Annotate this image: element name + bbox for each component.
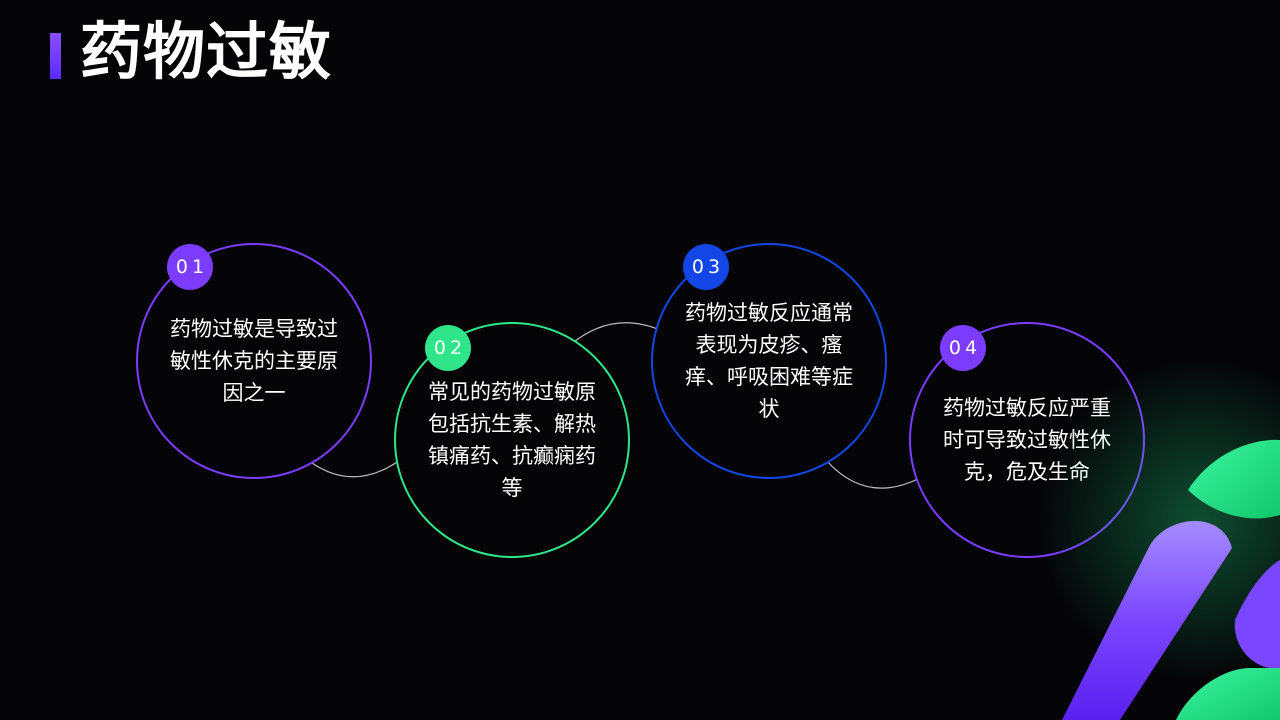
green-leaf-shape — [1188, 439, 1280, 519]
step-badge-3: 03 — [683, 244, 729, 290]
purple-bar-shape — [1062, 520, 1232, 720]
connector-arc-1-2 — [311, 459, 401, 478]
page-title: 药物过敏 — [80, 15, 333, 88]
step-circle-3: 药物过敏反应通常表现为皮疹、瘙痒、呼吸困难等症状 — [651, 243, 887, 479]
purple-bar-shape-right — [1234, 560, 1280, 669]
step-badge-1: 01 — [167, 244, 213, 290]
step-text-3: 药物过敏反应通常表现为皮疹、瘙痒、呼吸困难等症状 — [685, 301, 853, 421]
step-text-2: 常见的药物过敏原包括抗生素、解热镇痛药、抗癫痫药等 — [428, 380, 596, 500]
connector-arc-3-4 — [825, 459, 921, 489]
title-accent-bar — [50, 33, 61, 79]
connector-arc-2-3 — [569, 322, 661, 346]
step-badge-4: 04 — [940, 325, 986, 371]
green-leaf-shape-bottom — [1176, 668, 1280, 720]
step-text-1: 药物过敏是导致过敏性休克的主要原因之一 — [170, 317, 338, 405]
step-badge-2: 02 — [425, 325, 471, 371]
